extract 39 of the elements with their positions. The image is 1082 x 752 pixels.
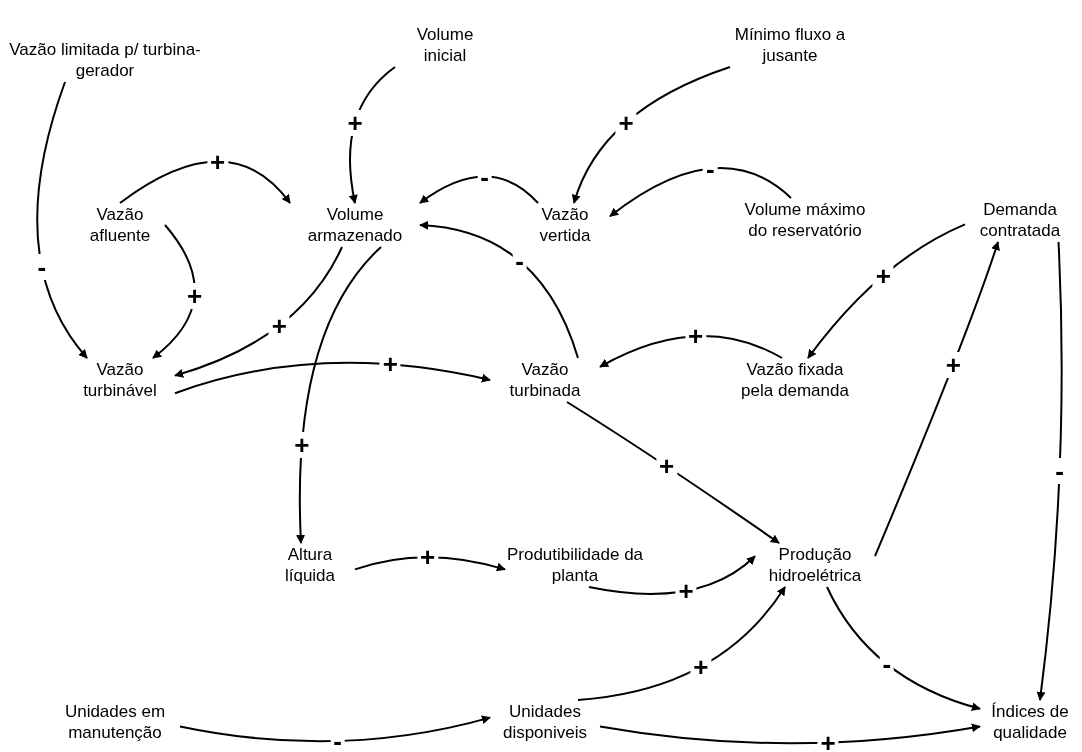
causal-arrow <box>174 246 343 378</box>
variable-label: Vazão vertida <box>520 203 610 247</box>
causal-arrow <box>609 167 792 218</box>
variable-label: Vazão turbinada <box>490 358 600 402</box>
variable-label: Produção hidroelétrica <box>755 543 875 587</box>
polarity-sign: + <box>615 109 637 136</box>
causal-arrow <box>419 175 539 204</box>
causal-arrow <box>874 241 1000 558</box>
causal-arrow <box>826 586 981 711</box>
variable-label: Mínimo fluxo a jusante <box>730 23 850 67</box>
causal-arrow <box>577 586 786 701</box>
causal-arrow <box>119 160 291 204</box>
variable-label: Volume armazenado <box>290 203 420 247</box>
causal-arrow <box>419 221 579 359</box>
causal-arrow <box>572 66 731 204</box>
variable-label: Altura líquida <box>265 543 355 587</box>
variable-label: Unidades em manutenção <box>50 700 180 744</box>
causal-arrow <box>807 223 966 359</box>
variable-label: Demanda contratada <box>965 198 1075 242</box>
causal-arrow <box>566 401 780 544</box>
polarity-sign: + <box>872 262 894 289</box>
variable-label: Produtibilidade da planta <box>505 543 645 587</box>
variable-label: Volume inicial <box>395 23 495 67</box>
causal-arrow <box>36 81 88 359</box>
variable-label: Vazão afluente <box>75 203 165 247</box>
variable-label: Unidades disponiveis <box>490 700 600 744</box>
causal-arrow <box>354 556 506 572</box>
causal-arrow <box>179 715 491 743</box>
causal-arrow <box>174 361 491 395</box>
causal-arrow <box>588 555 756 595</box>
variable-label: Vazão fixada pela demanda <box>730 358 860 402</box>
variable-label: Volume máximo do reservatório <box>735 198 875 242</box>
causal-arrow <box>296 246 382 544</box>
variable-label: Vazão limitada p/ turbina-gerador <box>5 38 205 82</box>
causal-arrow <box>1036 241 1063 701</box>
variable-label: Vazão turbinável <box>65 358 175 402</box>
causal-arrow <box>599 723 981 745</box>
causal-arrow <box>599 335 783 368</box>
variable-label: Índices de qualidade <box>980 700 1080 744</box>
